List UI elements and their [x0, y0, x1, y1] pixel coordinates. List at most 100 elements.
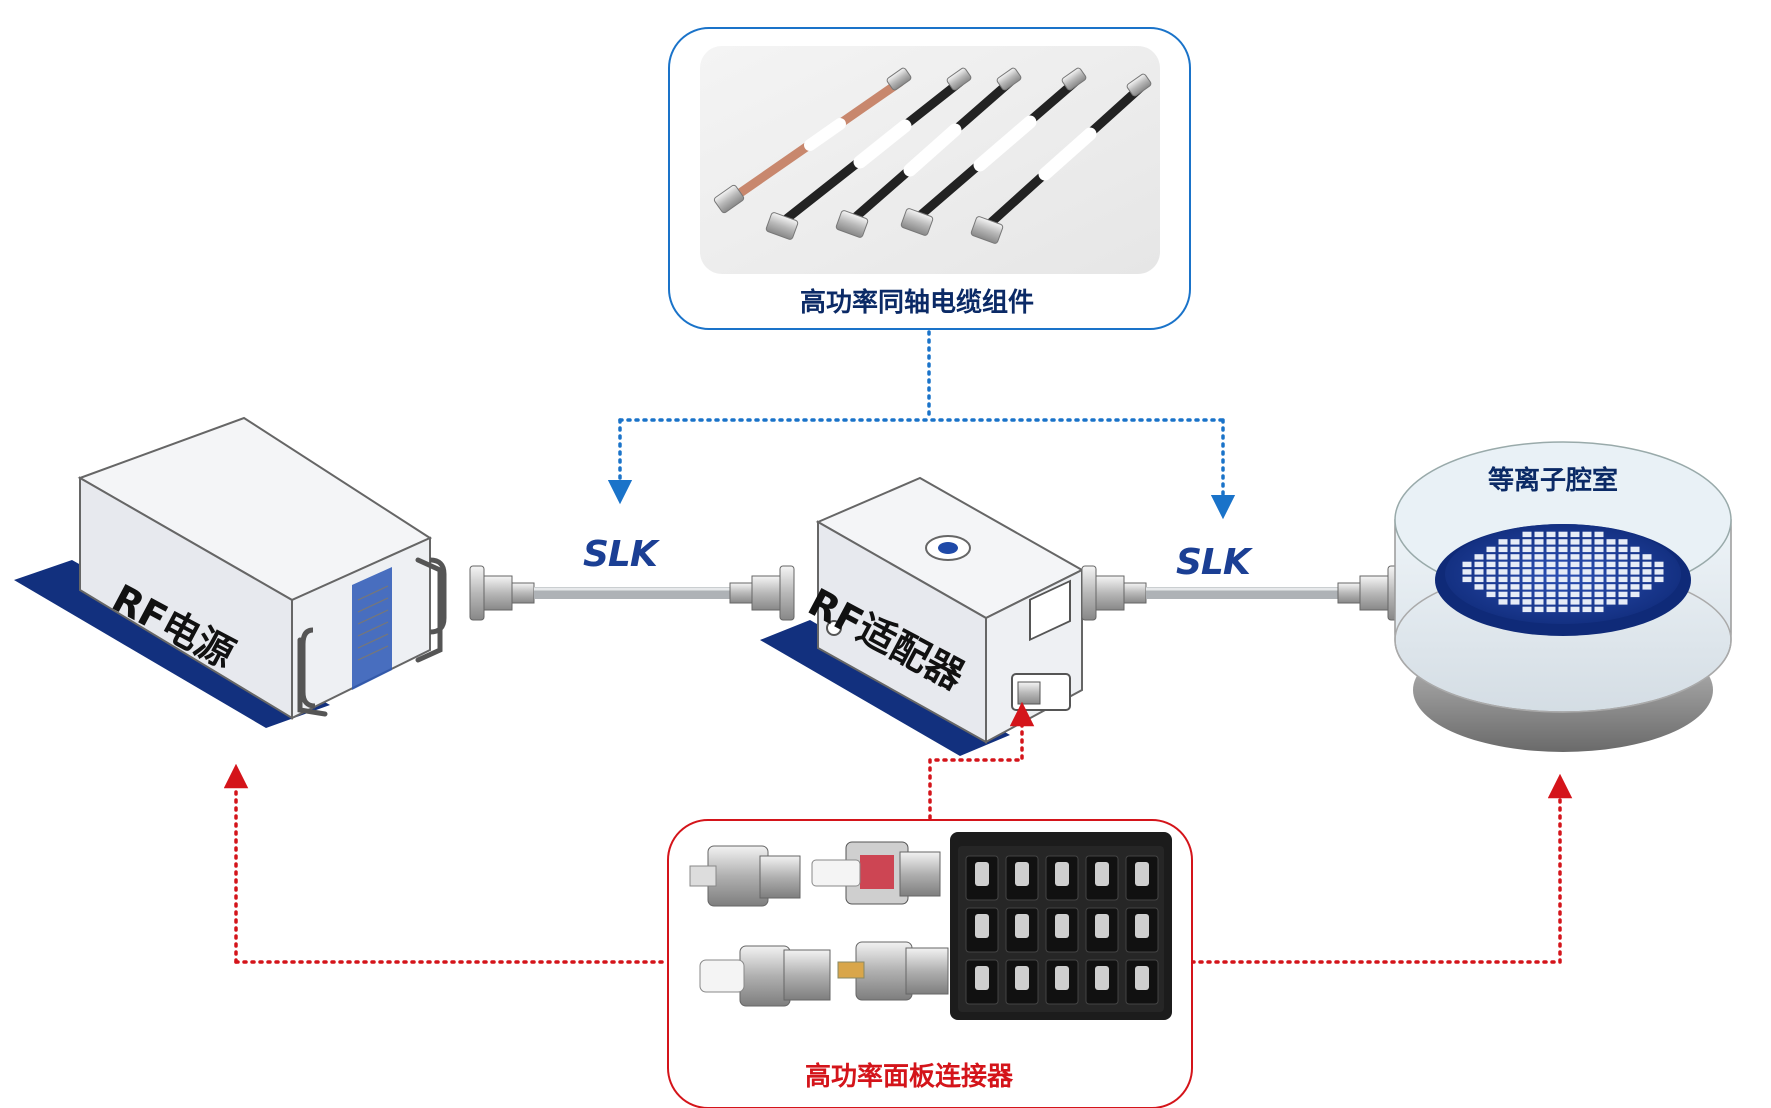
wafer-die [1582, 591, 1592, 598]
wafer-die [1498, 554, 1508, 560]
wafer-die [1558, 546, 1568, 553]
wafer-die [1654, 569, 1664, 575]
coax-line-left [469, 565, 795, 621]
wafer-die [1630, 576, 1640, 583]
wafer-die [1606, 539, 1616, 545]
wafer-die [1474, 569, 1484, 575]
kit-connector-part [1015, 862, 1029, 886]
wafer-die [1582, 599, 1592, 605]
wafer-die [1486, 561, 1496, 568]
wafer-die [1534, 591, 1544, 598]
wafer-die [1594, 554, 1604, 560]
wafer-die [1558, 576, 1568, 583]
wafer-die [1546, 569, 1556, 575]
wafer-die [1474, 584, 1484, 590]
wafer-die [1546, 606, 1556, 613]
wafer-die [1486, 576, 1496, 583]
wafer-die [1594, 576, 1604, 583]
connector-panel-title: 高功率面板连接器 [805, 1062, 1014, 1092]
wafer-die [1570, 576, 1580, 583]
wafer-die [1558, 606, 1568, 613]
wafer-die [1606, 576, 1616, 583]
connector-kit-case-icon [950, 832, 1172, 1020]
wafer-die [1486, 546, 1496, 553]
wafer-die [1522, 554, 1532, 560]
wafer-die [1594, 531, 1604, 538]
wafer-die [1546, 584, 1556, 590]
wafer-die [1474, 561, 1484, 568]
wafer-die [1510, 561, 1520, 568]
wafer-die [1546, 591, 1556, 598]
wafer-die [1534, 584, 1544, 590]
wafer-die [1594, 561, 1604, 568]
wafer-die [1546, 546, 1556, 553]
wafer-die [1570, 584, 1580, 590]
wafer-die [1558, 591, 1568, 598]
wafer-die [1534, 576, 1544, 583]
kit-connector-part [1055, 914, 1069, 938]
wafer-die [1630, 591, 1640, 598]
wafer-die [1618, 561, 1628, 568]
wafer-die [1582, 539, 1592, 545]
wafer-die [1642, 569, 1652, 575]
wafer-die [1558, 539, 1568, 545]
wafer-die [1522, 569, 1532, 575]
rf-adapter-icon [760, 476, 1085, 756]
kit-connector-part [1095, 914, 1109, 938]
wafer-die [1546, 554, 1556, 560]
kit-connector-part [975, 862, 989, 886]
wafer-die [1534, 546, 1544, 553]
kit-connector-part [1015, 966, 1029, 990]
kit-connector-part [1135, 862, 1149, 886]
wafer-die [1618, 569, 1628, 575]
wafer-die [1474, 576, 1484, 583]
wafer-die [1630, 561, 1640, 568]
wafer-die [1498, 584, 1508, 590]
wafer-die [1534, 539, 1544, 545]
kit-connector-part [1055, 862, 1069, 886]
wafer-die [1594, 569, 1604, 575]
wafer-die [1510, 569, 1520, 575]
wafer-die [1546, 531, 1556, 538]
wafer-die [1618, 599, 1628, 605]
wafer-die [1498, 539, 1508, 545]
wafer-die [1510, 599, 1520, 605]
plasma-chamber-icon [1394, 441, 1732, 752]
wafer-die [1558, 569, 1568, 575]
wafer-die [1570, 606, 1580, 613]
wafer-die [1558, 584, 1568, 590]
wafer-die [1630, 569, 1640, 575]
wafer-die [1618, 539, 1628, 545]
wafer-die [1570, 531, 1580, 538]
wafer-die [1546, 561, 1556, 568]
wafer-die [1570, 561, 1580, 568]
wafer-die [1630, 584, 1640, 590]
plasma-chamber-label: 等离子腔室 [1488, 466, 1619, 496]
kit-connector-part [1095, 862, 1109, 886]
wafer-die [1510, 554, 1520, 560]
wafer-die [1510, 591, 1520, 598]
rf-power-supply-icon [14, 416, 447, 728]
wafer-die [1582, 569, 1592, 575]
wafer-die [1510, 576, 1520, 583]
wafer-die [1606, 591, 1616, 598]
wafer-die [1462, 569, 1472, 575]
wafer-die [1618, 576, 1628, 583]
wafer-die [1594, 539, 1604, 545]
wafer-die [1522, 606, 1532, 613]
wafer-die [1570, 591, 1580, 598]
wafer-die [1498, 599, 1508, 605]
wafer-die [1558, 599, 1568, 605]
wafer-die [1630, 546, 1640, 553]
wafer-die [1570, 554, 1580, 560]
wafer-die [1594, 591, 1604, 598]
wafer-die [1642, 576, 1652, 583]
cable-links [607, 330, 1236, 520]
wafer-die [1462, 576, 1472, 583]
wafer-die [1534, 561, 1544, 568]
wafer-die [1606, 584, 1616, 590]
wafer-die [1558, 554, 1568, 560]
rf-adapter-base [760, 620, 1010, 756]
